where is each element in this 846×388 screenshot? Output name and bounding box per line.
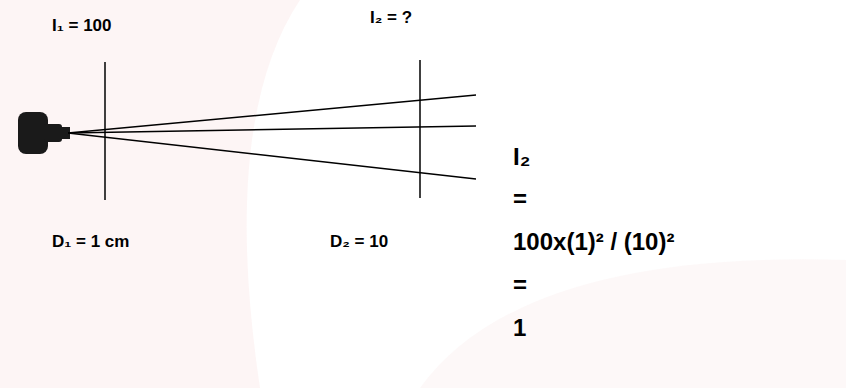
formula-result: 1 — [513, 314, 526, 342]
formula-expression: 100x(1)² / (10)² — [513, 228, 674, 256]
formula-equals: = — [513, 185, 527, 213]
watermark-shape — [420, 259, 846, 388]
distance-marker — [104, 62, 106, 200]
intensity-label: I₂ = ? — [370, 8, 412, 28]
light-source-nozzle — [44, 124, 62, 142]
intensity-label: I₁ = 100 — [52, 16, 112, 36]
formula-equals: = — [513, 271, 527, 299]
watermark-shape — [0, 0, 300, 388]
distance-marker — [419, 60, 421, 198]
distance-label: D₁ = 1 cm — [52, 232, 129, 252]
distance-label: D₂ = 10 — [330, 232, 388, 252]
light-ray — [68, 95, 476, 133]
light-ray — [68, 126, 476, 133]
light-ray — [68, 133, 476, 179]
formula-term: I₂ — [513, 143, 530, 171]
light-source — [18, 112, 48, 154]
